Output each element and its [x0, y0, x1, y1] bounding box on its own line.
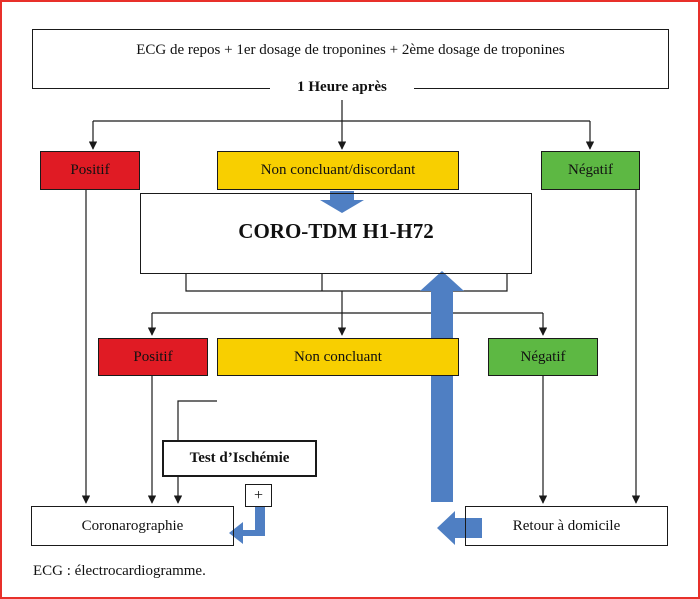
connector-inconclusive-to-test: [177, 400, 217, 440]
level2-inconclusive-box: Non concluant: [217, 338, 459, 376]
blue-arrow-plus-to-coro: [229, 507, 265, 544]
figure-caption: ECG : électrocardiogramme.: [33, 563, 206, 579]
plus-sign-box: +: [245, 484, 272, 507]
connector-coro-tdm-bracket: [185, 274, 508, 292]
ischemia-test-box: Test d’Ischémie: [162, 440, 317, 477]
level1-negative-box: Négatif: [541, 151, 640, 190]
blue-arrow-left-from-home: [437, 511, 482, 545]
coro-tdm-box: CORO-TDM H1-H72: [140, 193, 532, 274]
time-label: 1 Heure après: [270, 76, 414, 98]
level1-inconclusive-box: Non concluant/discordant: [217, 151, 459, 190]
level2-negative-box: Négatif: [488, 338, 598, 376]
blue-arrow-down-to-coro-tdm: [320, 191, 364, 213]
home-return-box: Retour à domicile: [465, 506, 668, 546]
coronarography-box: Coronarographie: [31, 506, 234, 546]
level1-positive-box: Positif: [40, 151, 140, 190]
level2-positive-box: Positif: [98, 338, 208, 376]
blue-arrow-up-to-coro-tdm: [420, 271, 464, 502]
